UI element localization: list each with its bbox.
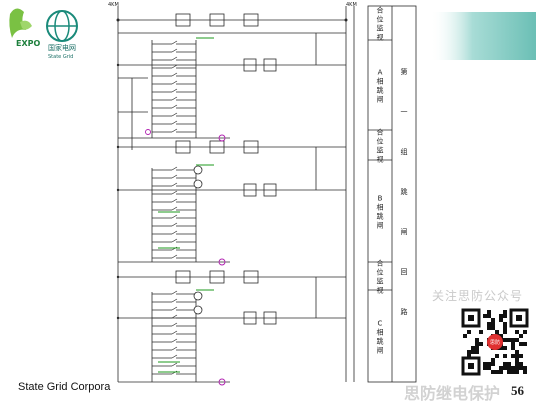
logo-sgcc-en: State Grid [48,54,73,60]
qr-badge-text: 思防 [490,339,500,346]
logo-expo-text: EXPO [16,39,40,48]
right-column-label: 合位监视 [377,259,384,295]
footer-company: State Grid Corpora [18,381,111,393]
right-bus-label: 4KM [346,2,357,8]
logo-sgcc-cn: 国家电网 [48,43,76,52]
side-vertical-text: 第一组跳闸回路 [401,67,408,316]
right-column-label: 合位监视 [377,128,384,164]
header-decoration [430,12,536,60]
left-bus-label: 4KM [108,2,119,8]
watermark-account: 关注思防公众号 [432,289,524,303]
watermark-brand: 思防继电保护 [404,384,501,403]
right-column-label: 合位监视 [377,6,384,42]
qr-code: 思防 [461,308,529,376]
expo-sgcc-logo: EXPO 国家电网 State Grid [2,0,102,70]
page-number: 56 [511,383,524,398]
